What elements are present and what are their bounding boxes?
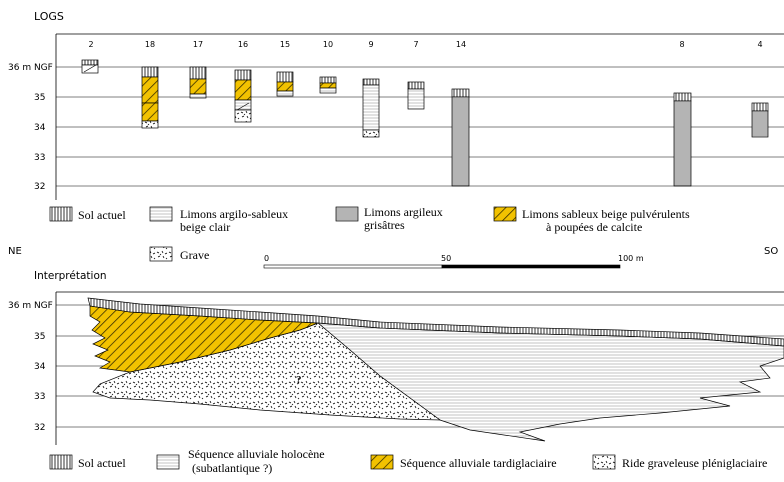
log-14-sol [451,88,470,98]
legend-sol-swatch [49,206,73,222]
log-9-limons [362,84,380,131]
legend-b-tardi-label: Séquence alluviale tardiglaciaire [400,456,557,470]
interp-elev-35: 35 [34,332,45,342]
legend-limons-sableux-label-2: à poupées de calcite [546,220,642,234]
log-number: 15 [280,40,290,49]
log-18-grave [141,120,159,129]
legend-b-tardi-swatch [370,454,394,470]
interp-question-mark: ? [296,374,302,386]
logs-title: LOGS [34,10,64,23]
log-14-limons-gris [451,96,470,187]
log-number: 18 [145,40,155,49]
log-4-limons-gris [751,110,769,138]
legend-b-holocene-swatch [156,454,180,470]
log-10-sol [319,76,337,84]
log-8-sol [673,92,692,102]
log-9-sol [362,78,380,86]
logs-elev-33: 33 [34,153,45,163]
logs-elev-35: 35 [34,93,45,103]
scale-50: 50 [441,254,451,263]
log-number: 7 [413,40,418,49]
legend-limons-gris-label-2: grisâtres [364,218,405,232]
legend-limons-clair-swatch [149,206,173,222]
legend-b-holocene-label-2: (subatlantique ?) [192,461,272,475]
log-16-limons [234,99,252,111]
scale-0: 0 [264,254,269,263]
legend-limons-gris-swatch [335,206,359,222]
legend-b-pleni-swatch [592,454,616,470]
legend-grave-label: Grave [180,248,209,262]
legend-top-swatches [49,206,517,262]
logs-elev-32: 32 [34,182,45,192]
log-16-yellow [234,79,252,101]
log-16-sol [234,69,252,81]
log-2-sol [81,59,99,66]
legend-b-sol-swatch [49,454,73,470]
log-number: 10 [323,40,333,49]
scale-100: 100 m [618,254,644,263]
log-number: 8 [679,40,684,49]
log-number: 9 [368,40,373,49]
legend-limons-clair-label-2: beige clair [180,220,230,234]
log-18-sol [141,66,159,78]
log-number: 2 [88,40,93,49]
log-2-body [81,64,99,74]
legend-limons-sableux-swatch [493,206,517,222]
legend-grave-swatch [149,246,173,262]
orientation-ne: NE [8,246,22,257]
log-number: 16 [238,40,248,49]
logs-ref-label: 36 m NGF [8,63,53,73]
legend-limons-clair-label-1: Limons argilo-sableux [180,207,288,221]
log-15-yellow [276,81,294,92]
log-16-grave [234,109,252,123]
interp-cross-section [87,297,784,442]
log-number: 14 [456,40,466,49]
log-15-sol [276,71,294,83]
log-18-yellow-2 [141,102,159,122]
interpretation-title: Interprétation [34,270,107,282]
orientation-so: SO [764,246,778,257]
log-17-sol [189,66,207,80]
interp-ref-label: 36 m NGF [8,301,53,311]
legend-bottom-swatches [49,454,616,470]
legend-limons-sableux-label-1: Limons sableux beige pulvérulents [522,207,690,221]
scale-bar: 0 50 100 m [263,254,644,269]
legend-b-holocene-label-1: Séquence alluviale holocène [188,447,325,461]
log-columns [81,59,769,187]
legend-sol-label: Sol actuel [78,208,126,222]
interp-elev-34: 34 [34,362,46,372]
log-10-base [319,87,337,94]
legend-limons-gris-label-1: Limons argileux [364,205,443,219]
log-number: 4 [757,40,762,49]
interp-elev-32: 32 [34,423,45,433]
interp-elev-33: 33 [34,392,45,402]
log-4-sol [751,102,769,112]
log-10-yellow [319,82,337,89]
logs-elev-34: 34 [34,123,46,133]
log-7-limons [407,88,425,110]
log-18-yellow [141,76,159,104]
log-15-base [276,90,294,97]
legend-b-pleni-label: Ride graveleuse pléniglaciaire [622,456,767,470]
log-8-limons-gris [673,100,692,187]
log-number: 17 [193,40,203,49]
log-9-grave [362,129,380,138]
legend-b-sol-label: Sol actuel [78,456,126,470]
log-17-yellow [189,78,207,95]
log-7-sol [407,81,425,90]
log-17-base [189,93,207,99]
logs-gridlines [56,66,784,187]
sol-actuel-band [87,297,784,347]
